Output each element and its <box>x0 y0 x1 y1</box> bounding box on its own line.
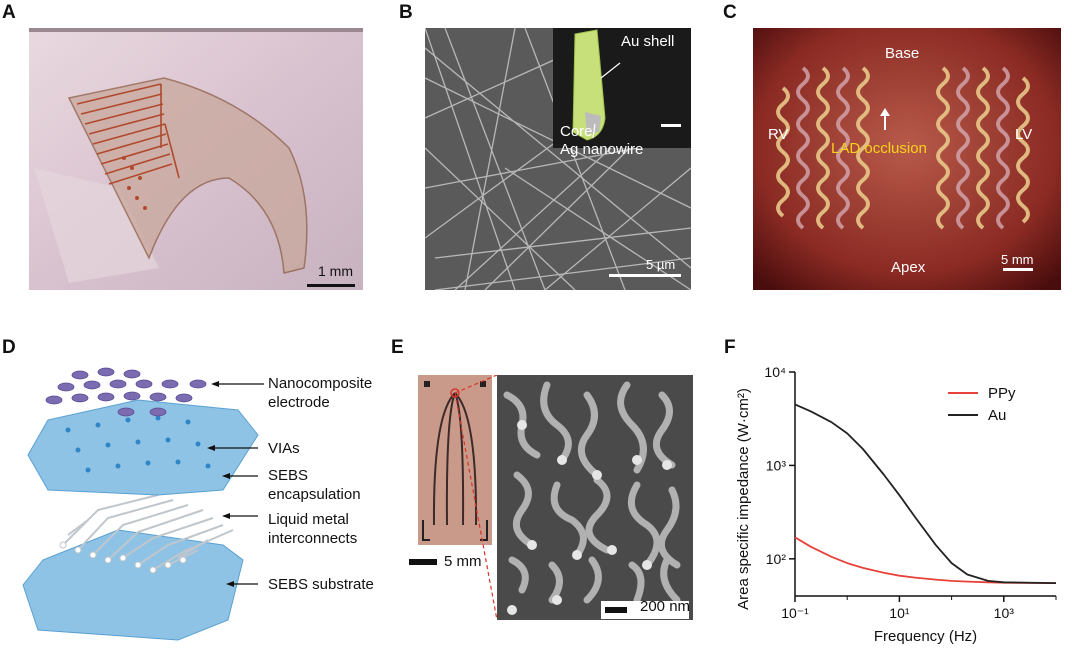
panel-letter-a: A <box>2 2 16 23</box>
series-line-au <box>794 403 1057 584</box>
panel-d-label-vias: VIAs <box>268 440 300 457</box>
panel-e-sem-image <box>497 375 693 620</box>
panel-c-scale-label: 5 mm <box>1001 252 1034 267</box>
panel-c-lv-label: LV <box>1015 126 1033 143</box>
panel-letter-e: E <box>391 337 404 358</box>
y-axis-label: Area specific impedance (W·cm²) <box>735 388 752 610</box>
panel-f-impedance-chart: 10⁻¹ 10¹ 10³ 10² 10³ 10⁴ Frequency (Hz) Area sp… <box>735 364 1057 645</box>
panel-b-ag-label: Ag nanowire <box>560 141 644 158</box>
panel-d-label-liquid-metal: Liquid metal interconnects <box>268 510 357 548</box>
sebs-substrate-layer <box>22 529 244 641</box>
panel-d-label-nanocomposite-line2: electrode <box>268 394 330 411</box>
panel-c-lad-label: LAD occlusion <box>831 140 927 157</box>
panel-d-label-nanocomposite: Nanocomposite electrode <box>268 374 372 412</box>
panel-b-sem-image <box>425 28 691 290</box>
x-tick-label: 10⁻¹ <box>781 605 809 621</box>
y-tick-label: 10² <box>766 551 787 567</box>
panel-e-scale-label-1-text: 5 mm <box>444 553 482 570</box>
panel-e-zoom-lines <box>455 375 498 621</box>
panel-letter-c: C <box>723 2 737 23</box>
liquid-metal-interconnects <box>62 494 234 571</box>
panel-c-rv-label: RV <box>768 126 789 143</box>
panel-b-core-label: Core <box>560 123 593 140</box>
panel-letter-d: D <box>2 337 16 358</box>
panel-b-shell-label: Au shell <box>621 33 675 50</box>
panel-d-exploded-diagram <box>22 367 264 641</box>
panel-d-label-encapsulation: SEBS encapsulation <box>268 466 361 504</box>
panel-d-label-nanocomposite-line1: Nanocomposite <box>268 375 373 392</box>
panel-c-apex-label: Apex <box>891 259 926 276</box>
panel-letter-b: B <box>399 2 413 23</box>
legend-label-ppy: PPy <box>988 385 1016 402</box>
x-axis-label: Frequency (Hz) <box>874 628 977 645</box>
y-tick-label: 10⁴ <box>764 364 786 380</box>
panel-d-label-encapsulation-line1: SEBS <box>268 467 309 484</box>
sebs-encapsulation-layer <box>27 399 259 496</box>
x-tick-label: 10³ <box>994 605 1015 621</box>
panel-c-base-label: Base <box>885 45 920 62</box>
panel-e-scalebar-1 <box>409 559 437 566</box>
series-line-ppy <box>794 536 1057 584</box>
panel-d-label-substrate: SEBS substrate <box>268 576 374 593</box>
panel-e-scale-label-2: 200 nm <box>640 598 691 615</box>
panel-letter-f: F <box>724 337 736 358</box>
panel-a-scale-label: 1 mm <box>318 263 353 279</box>
panel-e-device-photo <box>418 375 492 545</box>
y-tick-label: 10³ <box>766 457 787 473</box>
nanocomposite-electrodes <box>45 367 207 417</box>
via-dots <box>65 415 211 473</box>
panel-d-label-liquid-metal-line1: Liquid metal <box>268 511 349 528</box>
panel-a-photo <box>29 28 363 290</box>
panel-b-scale-label: 5 µm <box>646 257 676 272</box>
panel-c-heart-photo <box>753 28 1061 290</box>
legend-label-au: Au <box>988 407 1006 424</box>
panel-d-label-encapsulation-line2: encapsulation <box>268 486 361 503</box>
x-tick-label: 10¹ <box>889 605 910 621</box>
panel-d-label-liquid-metal-line2: interconnects <box>268 530 358 547</box>
panel-e-scale-label-1: 5 mm <box>409 553 482 570</box>
